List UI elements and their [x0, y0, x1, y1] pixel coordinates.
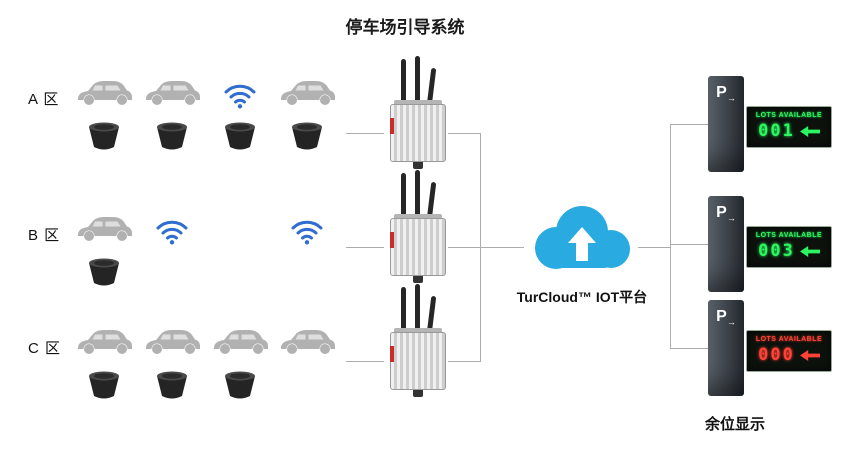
- ground-sensor-icon: [291, 122, 323, 150]
- left-arrow-icon: [799, 245, 820, 257]
- zone-b-label: B 区: [28, 227, 61, 244]
- lots-available-label: LOTS AVAILABLE: [755, 232, 823, 239]
- lots-available-label: LOTS AVAILABLE: [755, 336, 823, 343]
- available-count: 000: [758, 345, 795, 365]
- parking-sign: P→: [716, 84, 736, 104]
- panel-value-row: 001: [747, 121, 831, 141]
- kiosk-pillar: P→: [708, 196, 744, 292]
- connector-gateway2-bus: [448, 247, 480, 248]
- wifi-signal-icon: [155, 219, 189, 245]
- panel-value-row: 003: [747, 241, 831, 261]
- remaining-spaces-label: 余位显示: [704, 416, 765, 433]
- available-count: 001: [758, 121, 795, 141]
- display-kiosk-3: P→ LOTS AVAILABLE 000: [708, 300, 834, 400]
- wifi-signal-icon: [290, 219, 324, 245]
- gateway-connector: [413, 162, 423, 169]
- connector-gateway1-bus: [448, 133, 480, 134]
- car-icon: [278, 327, 336, 357]
- gateway-connector: [413, 390, 423, 397]
- ground-sensor-icon: [156, 371, 188, 399]
- zone-a-label: A 区: [28, 91, 60, 108]
- gateway-body: [390, 104, 446, 162]
- gateway-top-plate: [394, 328, 442, 334]
- wireless-gateway-2: [388, 170, 448, 284]
- connector-bus-cloud: [480, 247, 524, 248]
- ground-sensor-icon: [224, 122, 256, 150]
- lots-available-label: LOTS AVAILABLE: [755, 112, 823, 119]
- connector-zone-a-gateway: [346, 133, 384, 134]
- ground-sensor-icon: [88, 122, 120, 150]
- connector-gateway3-bus: [448, 361, 480, 362]
- gateway-body: [390, 218, 446, 276]
- left-arrow-icon: [799, 349, 820, 361]
- car-icon: [75, 214, 133, 244]
- zone-row-a: A 区: [0, 78, 372, 156]
- car-icon: [211, 327, 269, 357]
- sign-arrow-icon: →: [726, 93, 736, 104]
- antenna-icon: [401, 173, 406, 219]
- connector-bus-display1: [670, 124, 708, 125]
- gateway-top-plate: [394, 214, 442, 220]
- car-icon: [278, 78, 336, 108]
- display-kiosk-2: P→ LOTS AVAILABLE 003: [708, 196, 834, 296]
- ground-sensor-icon: [224, 371, 256, 399]
- right-bus-line: [670, 124, 671, 349]
- gateway-top-plate: [394, 100, 442, 106]
- display-kiosk-1: P→ LOTS AVAILABLE 001: [708, 76, 834, 176]
- antenna-icon: [401, 59, 406, 105]
- zone-row-c: C 区: [0, 327, 372, 405]
- gateway-red-tag: [390, 118, 394, 134]
- kiosk-pillar: P→: [708, 300, 744, 396]
- left-arrow-icon: [799, 125, 820, 137]
- zone-a-slots: [0, 78, 372, 156]
- connector-zone-b-gateway: [346, 247, 384, 248]
- gateway-red-tag: [390, 346, 394, 362]
- iot-cloud-icon: [522, 196, 642, 282]
- antenna-icon: [415, 170, 420, 219]
- zone-b-slots: [0, 214, 372, 292]
- ground-sensor-icon: [88, 258, 120, 286]
- gateway-red-tag: [390, 232, 394, 248]
- connector-bus-display3: [670, 348, 708, 349]
- wifi-signal-icon: [223, 83, 257, 109]
- zone-row-b: B 区: [0, 214, 372, 292]
- connector-zone-c-gateway: [346, 361, 384, 362]
- sign-arrow-icon: →: [726, 317, 736, 328]
- led-panel: LOTS AVAILABLE 000: [746, 330, 832, 372]
- antenna-icon: [415, 284, 420, 333]
- kiosk-pillar: P→: [708, 76, 744, 172]
- gateway-body: [390, 332, 446, 390]
- parking-sign: P→: [716, 308, 736, 328]
- cloud-upload-icon: [535, 206, 630, 269]
- gateway-connector: [413, 276, 423, 283]
- ground-sensor-icon: [156, 122, 188, 150]
- antenna-icon: [415, 56, 420, 105]
- cloud-platform-label: TurCloud™ IOT平台: [516, 289, 648, 305]
- wireless-gateway-3: [388, 284, 448, 398]
- connector-cloud-bus: [638, 247, 670, 248]
- car-icon: [143, 78, 201, 108]
- wireless-gateway-1: [388, 56, 448, 170]
- led-panel: LOTS AVAILABLE 003: [746, 226, 832, 268]
- zone-c-slots: [0, 327, 372, 405]
- zone-c-label: C 区: [28, 340, 62, 357]
- antenna-icon: [401, 287, 406, 333]
- sign-arrow-icon: →: [726, 213, 736, 224]
- ground-sensor-icon: [88, 371, 120, 399]
- parking-sign: P→: [716, 204, 736, 224]
- car-icon: [75, 327, 133, 357]
- available-count: 003: [758, 241, 795, 261]
- car-icon: [143, 327, 201, 357]
- diagram-title: 停车场引导系统: [345, 18, 465, 37]
- panel-value-row: 000: [747, 345, 831, 365]
- connector-bus-display2: [670, 244, 708, 245]
- led-panel: LOTS AVAILABLE 001: [746, 106, 832, 148]
- car-icon: [75, 78, 133, 108]
